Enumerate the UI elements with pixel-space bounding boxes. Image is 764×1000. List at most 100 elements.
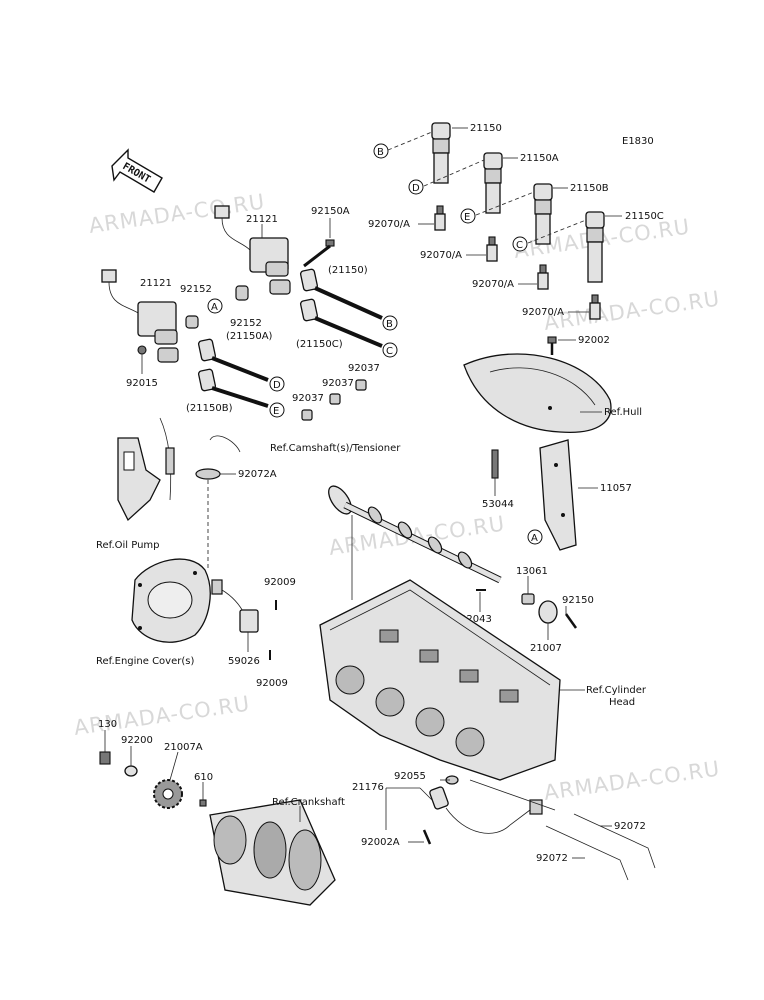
label-21150A: 21150A <box>520 153 559 164</box>
ref-cylinder-head-line1: Ref.Cylinder <box>586 685 647 696</box>
plug-caps-upper <box>299 268 383 348</box>
bracket-11057 <box>539 439 598 551</box>
key-610 <box>199 782 207 807</box>
plug-13061 <box>521 576 535 605</box>
circle-E-1: E <box>460 208 476 224</box>
bolt-92002A <box>408 829 432 845</box>
bolt-130 <box>99 730 111 765</box>
label-92002: 92002 <box>578 335 610 346</box>
watermark-5: ARMADA-CO.RU <box>542 756 721 804</box>
label-21007A: 21007A <box>164 742 203 753</box>
svg-text:E: E <box>464 212 470 223</box>
label-610: 610 <box>194 772 213 783</box>
label-21150-paren: (21150) <box>328 265 368 276</box>
circle-D-1: D <box>408 179 424 195</box>
ignition-coil-21150A <box>423 152 518 214</box>
sensor-lead <box>195 435 241 570</box>
crankshaft <box>209 799 336 906</box>
spark-plug-4 <box>568 294 601 320</box>
label-92002A: 92002A <box>361 837 400 848</box>
ref-crankshaft: Ref.Crankshaft <box>272 797 345 808</box>
svg-text:C: C <box>386 346 393 357</box>
label-92152-b: 92152 <box>230 318 262 329</box>
circle-C-2: C <box>382 342 398 358</box>
engine-cover <box>131 558 211 643</box>
watermark-3: ARMADA-CO.RU <box>327 511 506 559</box>
svg-text:D: D <box>412 183 420 194</box>
front-arrow-icon: FRONT <box>111 148 163 193</box>
watermark-1: ARMADA-CO.RU <box>87 189 266 237</box>
ignition-coil-assembly-21121-upper <box>214 205 291 295</box>
oil-pump-bracket <box>117 417 175 522</box>
circle-A-2: A <box>527 529 543 545</box>
label-21150: 21150 <box>470 123 502 134</box>
label-21121-lower: 21121 <box>140 278 172 289</box>
label-92070A-1: 92070/A <box>368 219 410 230</box>
camshaft <box>328 485 502 600</box>
spark-plug-1 <box>418 205 446 231</box>
label-92150A: 92150A <box>311 206 350 217</box>
label-130: 130 <box>98 719 117 730</box>
ref-hull: Ref.Hull <box>604 407 642 418</box>
ignition-coil-21150C <box>527 211 622 283</box>
hull-part <box>463 353 612 434</box>
pin-53044 <box>491 449 499 496</box>
ref-cylinder-head-line2: Head <box>609 697 635 708</box>
label-21150B-paren: (21150B) <box>186 403 233 414</box>
label-21121-upper: 21121 <box>246 214 278 225</box>
label-13061: 13061 <box>516 566 548 577</box>
label-92009-b: 92009 <box>256 678 288 689</box>
spark-plug-2 <box>466 236 498 262</box>
bolt-92009 <box>269 600 277 660</box>
cable-tie-92072 <box>545 813 656 881</box>
bolt-92150 <box>564 606 578 629</box>
ref-oil-pump: Ref.Oil Pump <box>96 540 160 551</box>
svg-text:A: A <box>211 302 218 313</box>
svg-text:B: B <box>386 319 393 330</box>
svg-text:B: B <box>377 147 384 158</box>
circle-A-1: A <box>207 298 223 314</box>
label-92037-c: 92037 <box>348 363 380 374</box>
label-21007: 21007 <box>530 643 562 654</box>
cam-sensor-21176 <box>385 775 556 834</box>
cap-21007 <box>538 600 558 640</box>
circle-C-1: C <box>512 236 528 252</box>
label-92150: 92150 <box>562 595 594 606</box>
bolt-92002 <box>547 336 576 355</box>
svg-text:A: A <box>531 533 538 544</box>
circle-E-2: E <box>269 402 285 418</box>
svg-text:C: C <box>516 240 523 251</box>
label-21150C-paren: (21150C) <box>296 339 343 350</box>
svg-text:D: D <box>273 380 281 391</box>
label-92072-b: 92072 <box>536 853 568 864</box>
circle-B-1: B <box>373 143 389 159</box>
plug-caps-lower <box>197 338 269 408</box>
washer-92200 <box>124 746 138 777</box>
label-92037-b: 92037 <box>322 378 354 389</box>
collar-92152 <box>185 285 249 329</box>
ref-engine-cover: Ref.Engine Cover(s) <box>96 656 194 667</box>
ignition-coil-21150B <box>475 183 568 245</box>
crank-sensor-59026 <box>211 579 259 652</box>
label-21150B: 21150B <box>570 183 609 194</box>
ignition-coil-assembly-21121-lower <box>101 269 179 363</box>
label-92070A-3: 92070/A <box>472 279 514 290</box>
cylinder-head <box>319 579 585 781</box>
watermark-4: ARMADA-CO.RU <box>72 691 251 739</box>
ignition-coil-21150 <box>387 122 468 184</box>
label-92037-a: 92037 <box>292 393 324 404</box>
clamp-92037 <box>301 379 367 421</box>
ref-camshaft: Ref.Camshaft(s)/Tensioner <box>270 443 401 454</box>
label-53044: 53044 <box>482 499 514 510</box>
label-92009-a: 92009 <box>264 577 296 588</box>
bolt-92150A <box>303 218 335 268</box>
bolt-92015 <box>137 345 147 374</box>
label-21150C: 21150C <box>625 211 664 222</box>
label-92072-a: 92072 <box>614 821 646 832</box>
spark-plug-3 <box>518 264 549 290</box>
label-92070A-2: 92070/A <box>420 250 462 261</box>
label-59026: 59026 <box>228 656 260 667</box>
pin-92043 <box>476 589 486 612</box>
label-92072A: 92072A <box>238 469 277 480</box>
